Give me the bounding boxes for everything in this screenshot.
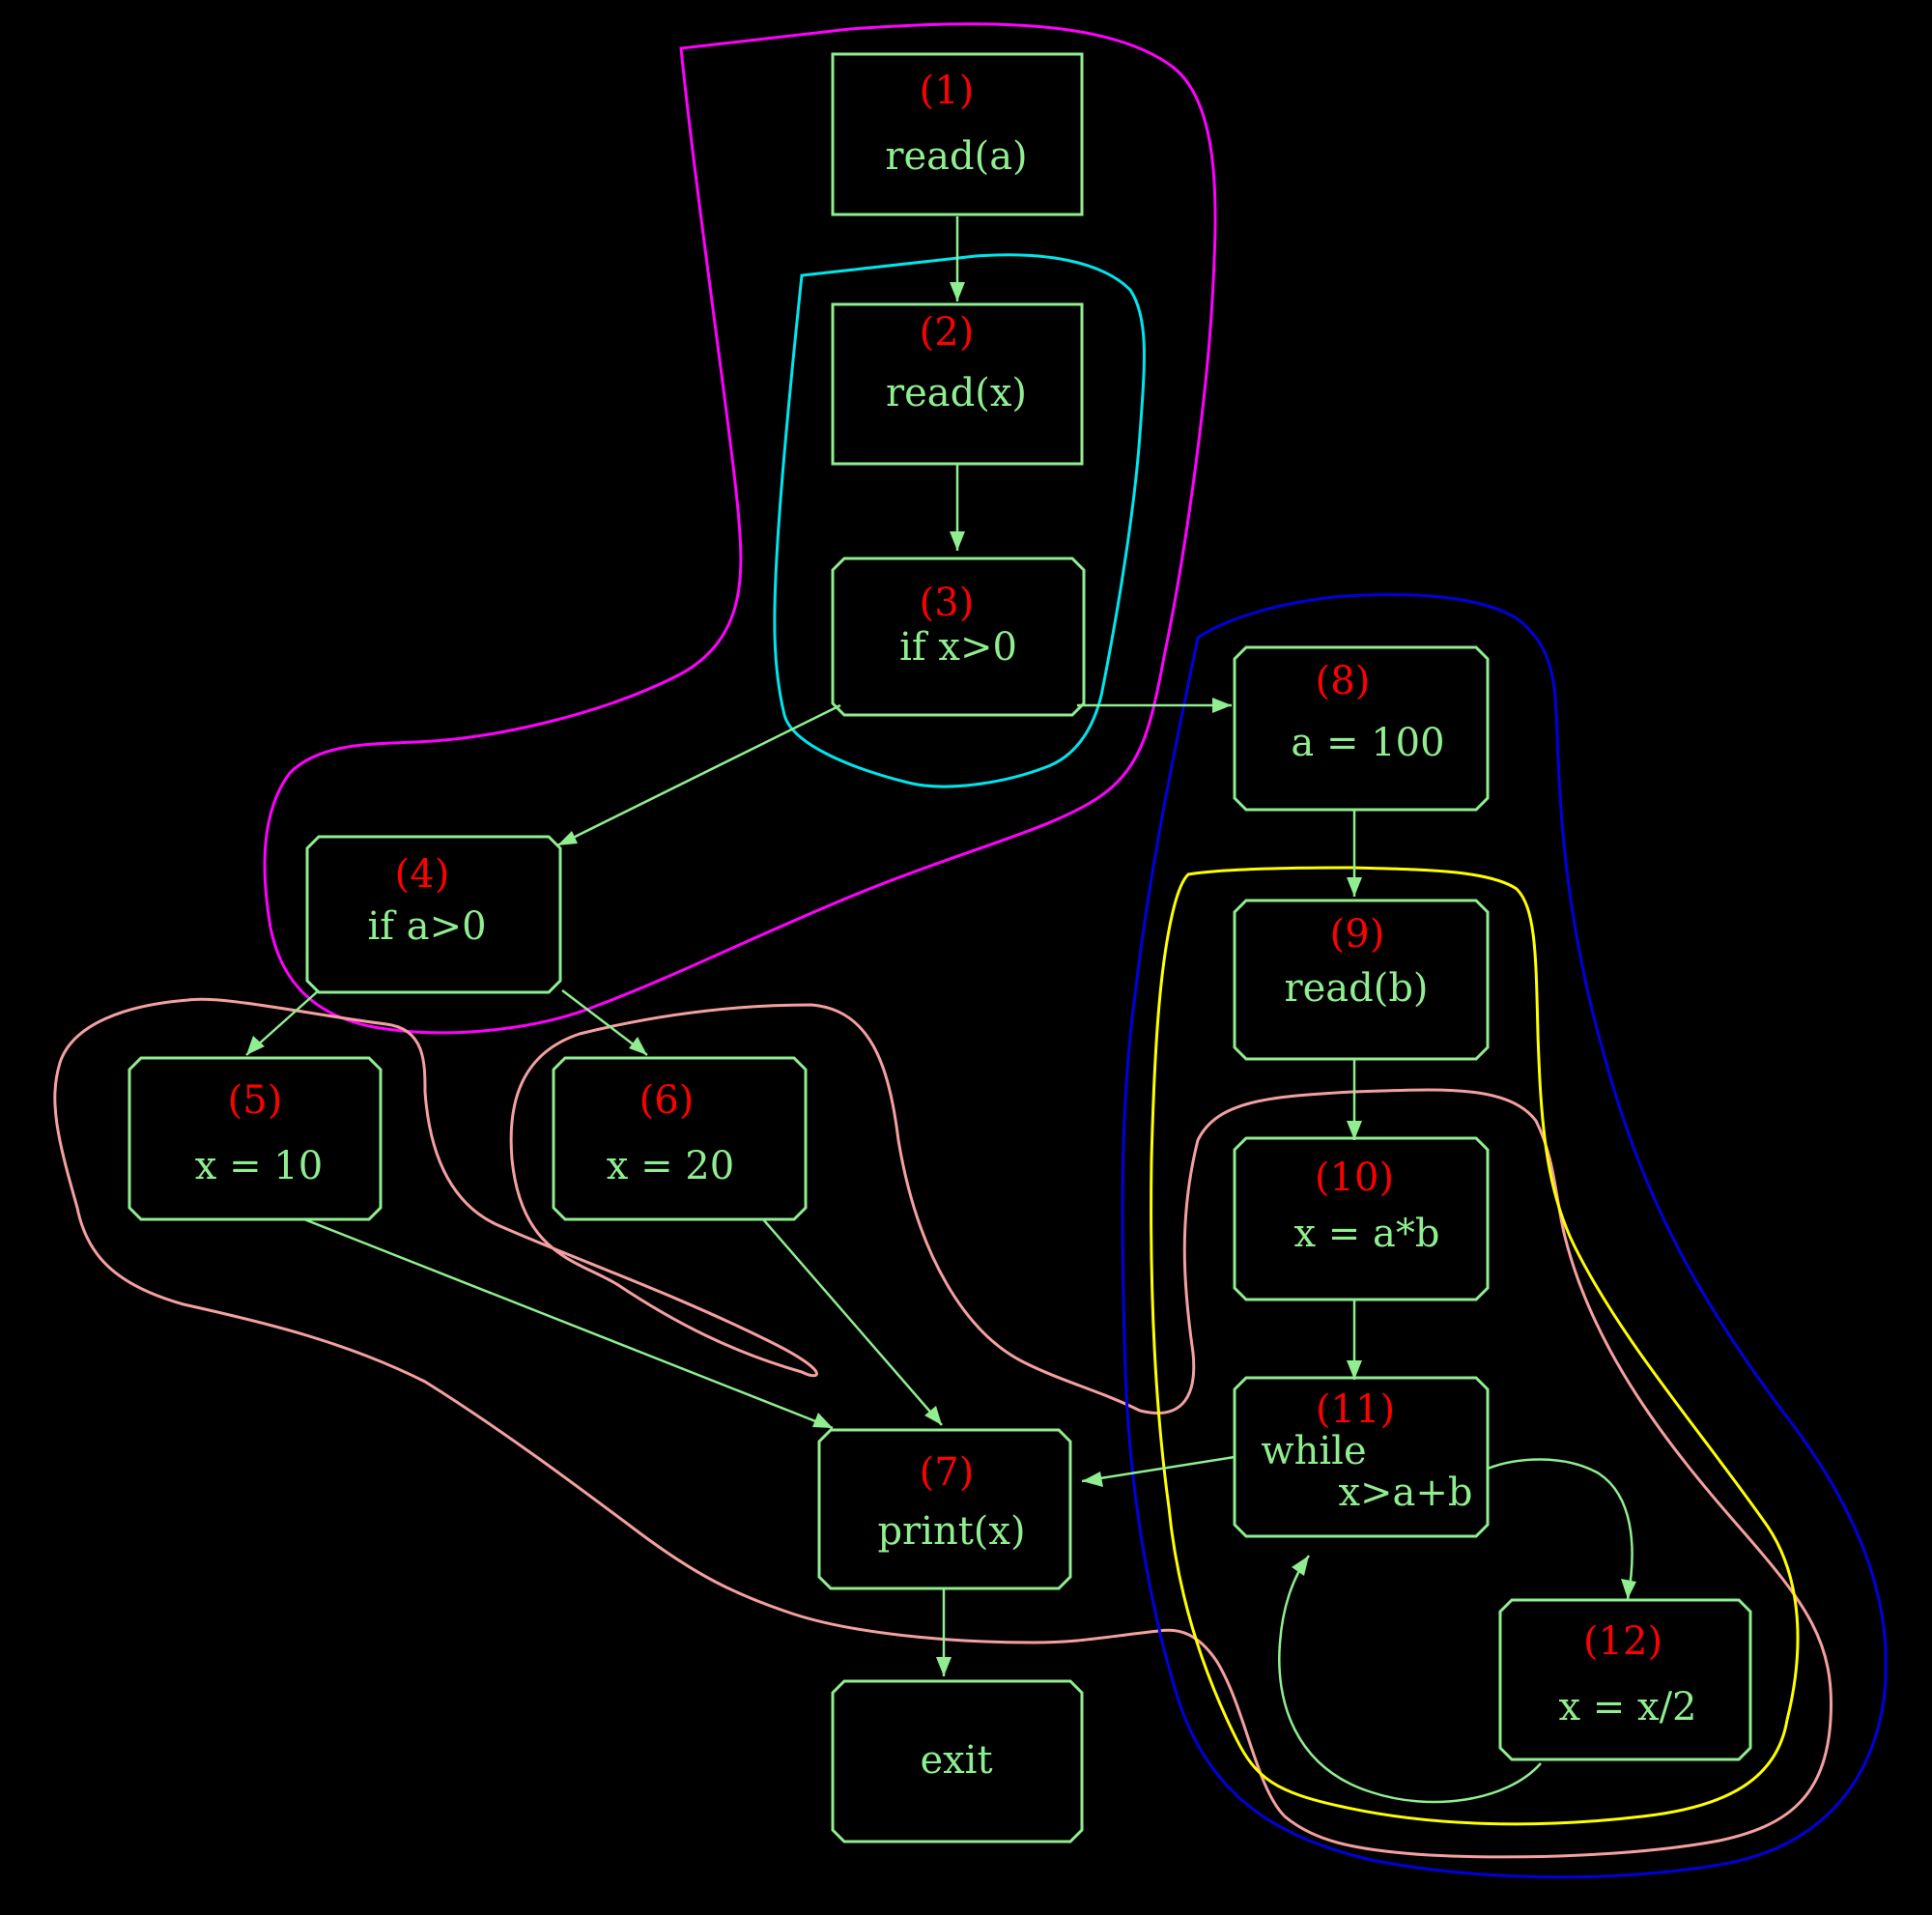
arrowhead-12-11 bbox=[1292, 1556, 1309, 1576]
node-5-label: x = 10 bbox=[195, 1144, 323, 1188]
edge-6-7 bbox=[762, 1218, 943, 1426]
node-2-box bbox=[831, 302, 1084, 466]
node-3-label: if x>0 bbox=[899, 625, 1017, 670]
node-3[interactable]: (3) if x>0 bbox=[831, 557, 1086, 717]
edge-11-7 bbox=[1081, 1455, 1236, 1483]
arrowhead-9-10 bbox=[1347, 1121, 1362, 1140]
node-1-label: read(a) bbox=[885, 134, 1027, 179]
arrowhead-1-2 bbox=[950, 282, 965, 301]
yellow-region bbox=[1150, 866, 1800, 1826]
node-7-label: print(x) bbox=[877, 1509, 1025, 1554]
node-exit-label: exit bbox=[920, 1738, 992, 1783]
edge-12-11 bbox=[1278, 1555, 1542, 1804]
node-2-label: read(x) bbox=[886, 371, 1027, 415]
node-3-number: (3) bbox=[920, 581, 975, 625]
node-4-box bbox=[305, 835, 562, 994]
arrowhead-2-3 bbox=[950, 531, 965, 551]
node-9-box bbox=[1233, 899, 1490, 1061]
node-6-box bbox=[552, 1056, 808, 1221]
arrowhead-4-5 bbox=[246, 1036, 265, 1055]
node-11-label-line2: x>a+b bbox=[1338, 1471, 1472, 1515]
node-1[interactable]: (1) read(a) bbox=[831, 52, 1084, 216]
edges bbox=[245, 216, 1636, 1804]
node-8-box bbox=[1233, 645, 1490, 812]
node-2[interactable]: (2) read(x) bbox=[831, 302, 1084, 466]
node-12-box bbox=[1498, 1598, 1752, 1761]
node-exit[interactable]: exit bbox=[831, 1679, 1084, 1844]
node-6-label: x = 20 bbox=[607, 1144, 734, 1188]
node-5-box bbox=[128, 1056, 383, 1221]
node-2-number: (2) bbox=[920, 310, 975, 355]
arrowhead-11-7 bbox=[1082, 1472, 1103, 1487]
magenta-region bbox=[263, 22, 1217, 1035]
arrowhead-3-8 bbox=[1212, 698, 1232, 713]
node-11-label-line1: while bbox=[1261, 1429, 1366, 1473]
node-6-number: (6) bbox=[639, 1078, 695, 1123]
node-7-box bbox=[817, 1428, 1072, 1590]
arrowhead-5-7 bbox=[812, 1413, 833, 1428]
blue-region bbox=[1121, 592, 1888, 1879]
node-11[interactable]: (11) while x>a+b bbox=[1233, 1376, 1490, 1538]
node-10[interactable]: (10) x = a*b bbox=[1233, 1136, 1490, 1301]
arrowhead-4-6 bbox=[629, 1037, 647, 1055]
node-8-label: a = 100 bbox=[1291, 721, 1444, 765]
node-9-label: read(b) bbox=[1284, 966, 1428, 1011]
node-1-number: (1) bbox=[920, 69, 975, 113]
node-1-box bbox=[831, 52, 1084, 216]
node-8[interactable]: (8) a = 100 bbox=[1233, 645, 1490, 812]
node-6[interactable]: (6) x = 20 bbox=[552, 1056, 808, 1221]
edge-11-12 bbox=[1487, 1458, 1634, 1600]
node-10-number: (10) bbox=[1315, 1156, 1394, 1200]
edge-3-4 bbox=[556, 703, 841, 847]
arrowhead-8-9 bbox=[1347, 877, 1362, 897]
pink-region bbox=[53, 997, 1833, 1859]
node-5-number: (5) bbox=[228, 1078, 283, 1123]
edge-5-7 bbox=[303, 1217, 834, 1430]
node-9-number: (9) bbox=[1330, 912, 1385, 957]
node-10-label: x = a*b bbox=[1294, 1212, 1440, 1256]
arrowhead-10-11 bbox=[1347, 1360, 1362, 1380]
node-12-number: (12) bbox=[1583, 1619, 1662, 1664]
node-11-box bbox=[1233, 1376, 1490, 1538]
arrowhead-11-12 bbox=[1621, 1579, 1636, 1599]
node-4-number: (4) bbox=[395, 852, 450, 897]
node-9[interactable]: (9) read(b) bbox=[1233, 899, 1490, 1061]
node-12[interactable]: (12) x = x/2 bbox=[1498, 1598, 1752, 1761]
node-exit-box bbox=[831, 1679, 1084, 1844]
node-7-number: (7) bbox=[920, 1450, 975, 1495]
node-12-label: x = x/2 bbox=[1559, 1685, 1697, 1729]
node-10-box bbox=[1233, 1136, 1490, 1301]
cyan-region bbox=[773, 253, 1146, 788]
node-11-number: (11) bbox=[1316, 1387, 1395, 1432]
node-3-box bbox=[831, 557, 1086, 717]
node-4[interactable]: (4) if a>0 bbox=[305, 835, 562, 994]
node-4-label: if a>0 bbox=[367, 904, 486, 949]
node-8-number: (8) bbox=[1316, 659, 1371, 703]
node-7[interactable]: (7) print(x) bbox=[817, 1428, 1072, 1590]
arrowhead-7-exit bbox=[936, 1657, 952, 1676]
arrowhead-6-7 bbox=[924, 1406, 942, 1425]
arrowhead-3-4 bbox=[557, 831, 578, 845]
node-5[interactable]: (5) x = 10 bbox=[128, 1056, 383, 1221]
